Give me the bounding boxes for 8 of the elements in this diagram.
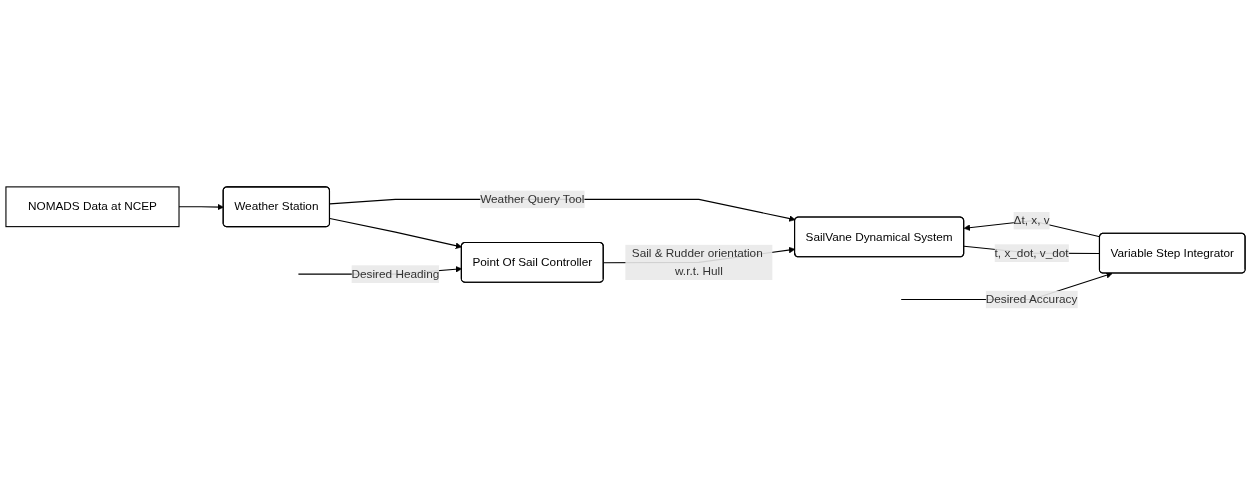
edge-label: Desired Accuracy [985,293,1078,306]
edge-label: Weather Query Tool [480,193,585,206]
edge-label: Desired Heading [351,267,440,281]
arrow [329,218,462,250]
node-box: NOMADS Data at NCEP [5,186,180,228]
edge-label: Sail & Rudder orientation w.r.t. Hull [631,247,763,278]
edge-label: Δt, x, v [1013,214,1050,227]
edge-label: t, x_dot, v_dot [994,246,1069,260]
